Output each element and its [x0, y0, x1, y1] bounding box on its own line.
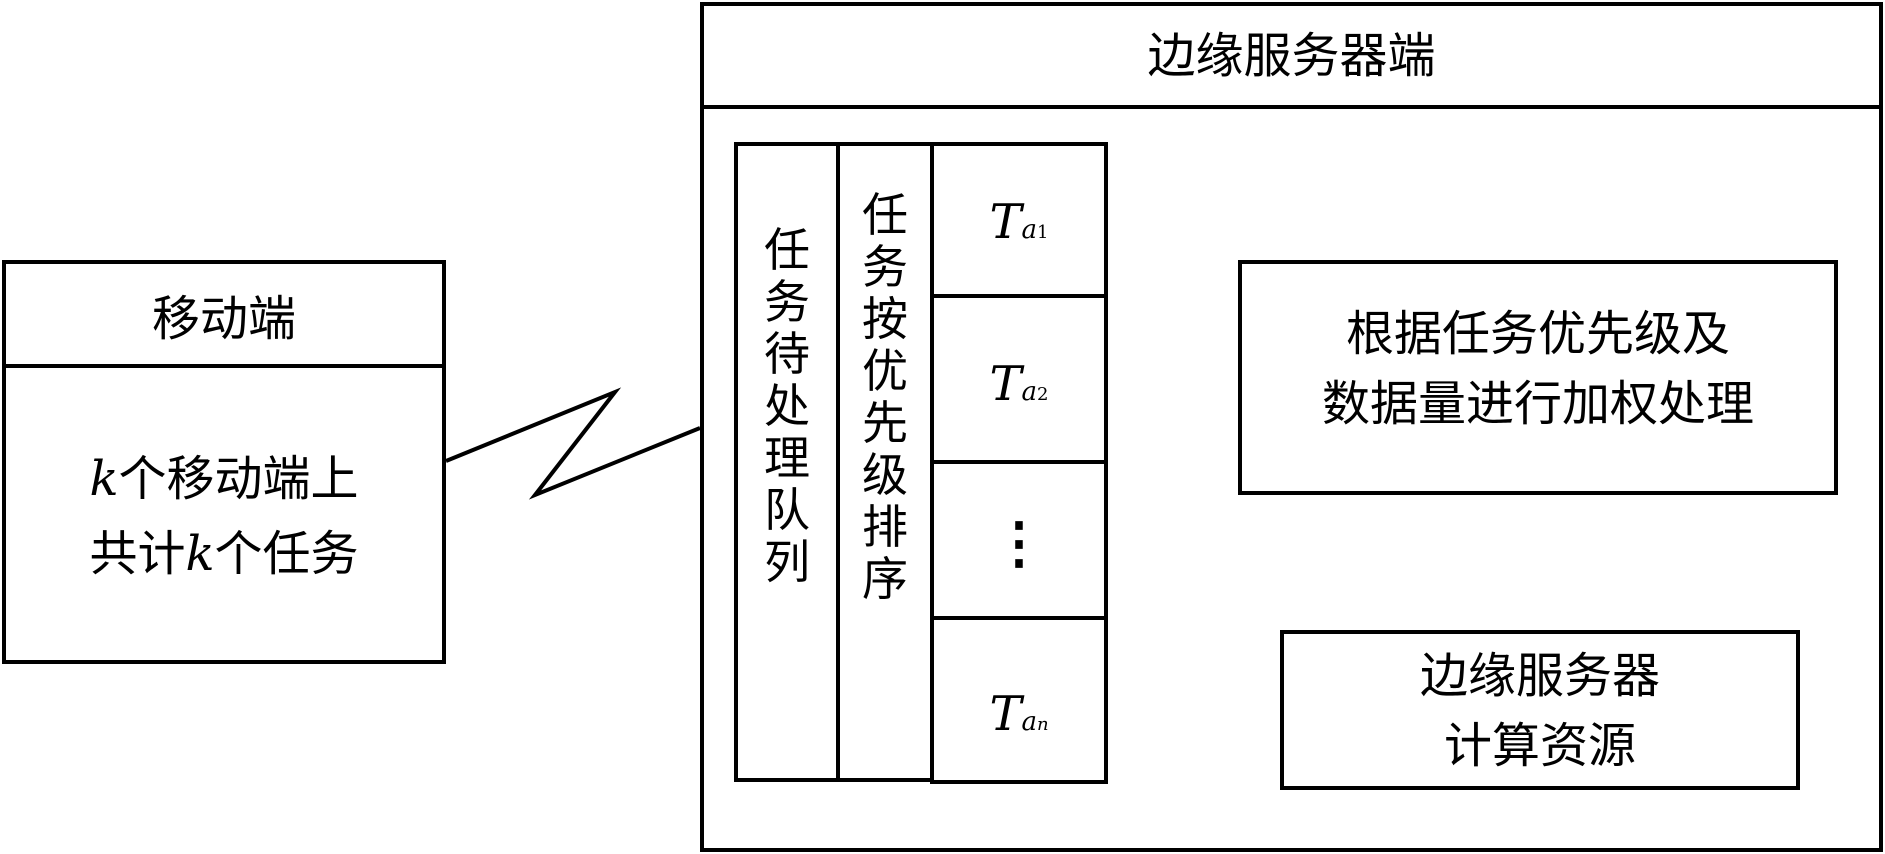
- wireless-link: [445, 387, 701, 500]
- sort-column: [836, 142, 934, 782]
- weighting-box: [1238, 260, 1838, 495]
- mobile-title-divider: [2, 260, 446, 368]
- task-label-1: Ta1: [989, 194, 1049, 250]
- task-cell-1: [930, 142, 1108, 298]
- mobile-title: 移动端: [151, 291, 296, 347]
- resource-line2: 计算资源: [1443, 718, 1636, 774]
- sort-label: 任务按优先级排序: [862, 188, 908, 606]
- server-title: 边缘服务器端: [1147, 28, 1436, 84]
- task-cell-2: [930, 294, 1108, 464]
- mobile-desc-line2: 共计k个任务: [89, 526, 359, 582]
- queue-label: 任务待处理队列: [764, 223, 810, 589]
- resource-line1: 边缘服务器: [1419, 648, 1660, 704]
- weighting-line2: 数据量进行加权处理: [1321, 376, 1754, 432]
- task-label-2: Ta2: [989, 356, 1049, 412]
- resource-box: [1280, 630, 1800, 790]
- task-cell-ellipsis: [930, 460, 1108, 620]
- weighting-line1: 根据任务优先级及: [1345, 306, 1730, 362]
- task-cell-n: [930, 616, 1108, 784]
- mobile-desc-line1: k个移动端上: [89, 451, 359, 507]
- task-ellipsis: ⋮: [991, 510, 1047, 576]
- server-title-divider: [700, 2, 1883, 109]
- task-label-n: Tan: [989, 686, 1049, 742]
